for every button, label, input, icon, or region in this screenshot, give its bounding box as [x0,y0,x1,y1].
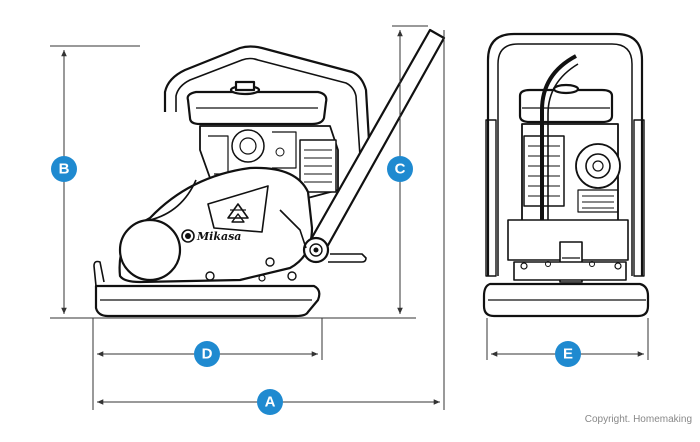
dimension-badge-c: C [387,156,413,182]
dimension-label-e: E [563,346,573,363]
dimension-badge-b: B [51,156,77,182]
side-view-drawing [93,28,446,318]
copyright-text: Copyright. Homemaking [584,414,692,425]
dimension-label-d: D [202,346,213,363]
dimension-label-b: B [59,161,70,178]
front-view-drawing [482,32,650,318]
dimension-badge-d: D [194,341,220,367]
brand-logo-text: Mikasa [196,230,241,243]
dimension-label-a: A [265,394,276,411]
dimension-badge-e: E [555,341,581,367]
dimension-badge-a: A [257,389,283,415]
dimension-label-c: C [395,161,406,178]
